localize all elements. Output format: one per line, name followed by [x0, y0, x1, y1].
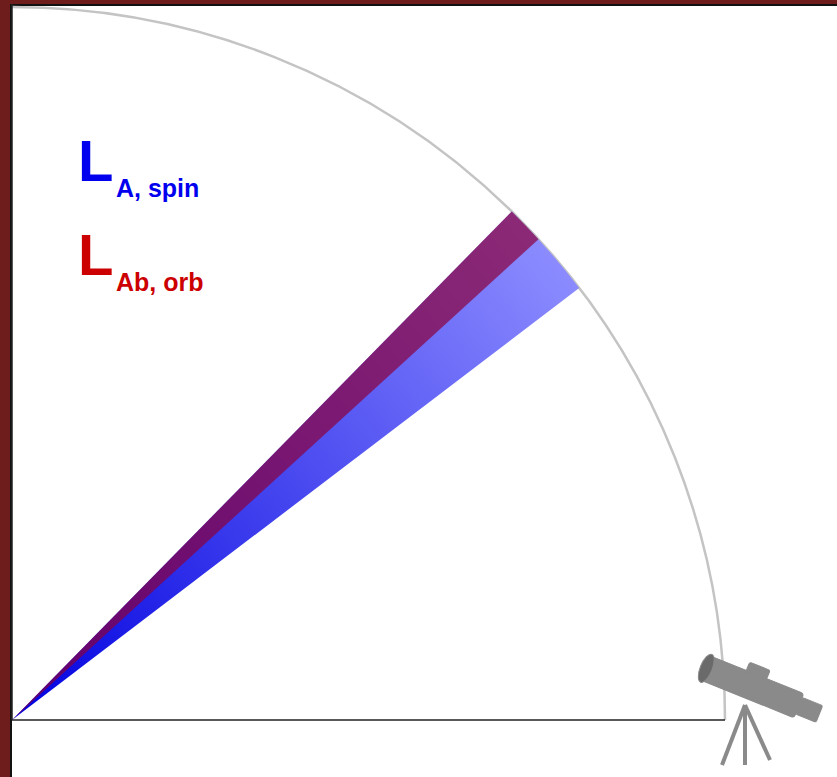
symbol: L [78, 226, 113, 284]
subscript: Ab, orb [116, 270, 204, 295]
arc [12, 7, 725, 720]
axis [12, 719, 725, 721]
telescope-icon [695, 646, 828, 765]
axis [11, 4, 13, 720]
spin-wedge [12, 211, 579, 720]
symbol: L [78, 132, 113, 190]
orbit-wedge [12, 211, 539, 720]
wedges [12, 211, 579, 720]
subscript: A, spin [116, 176, 199, 201]
